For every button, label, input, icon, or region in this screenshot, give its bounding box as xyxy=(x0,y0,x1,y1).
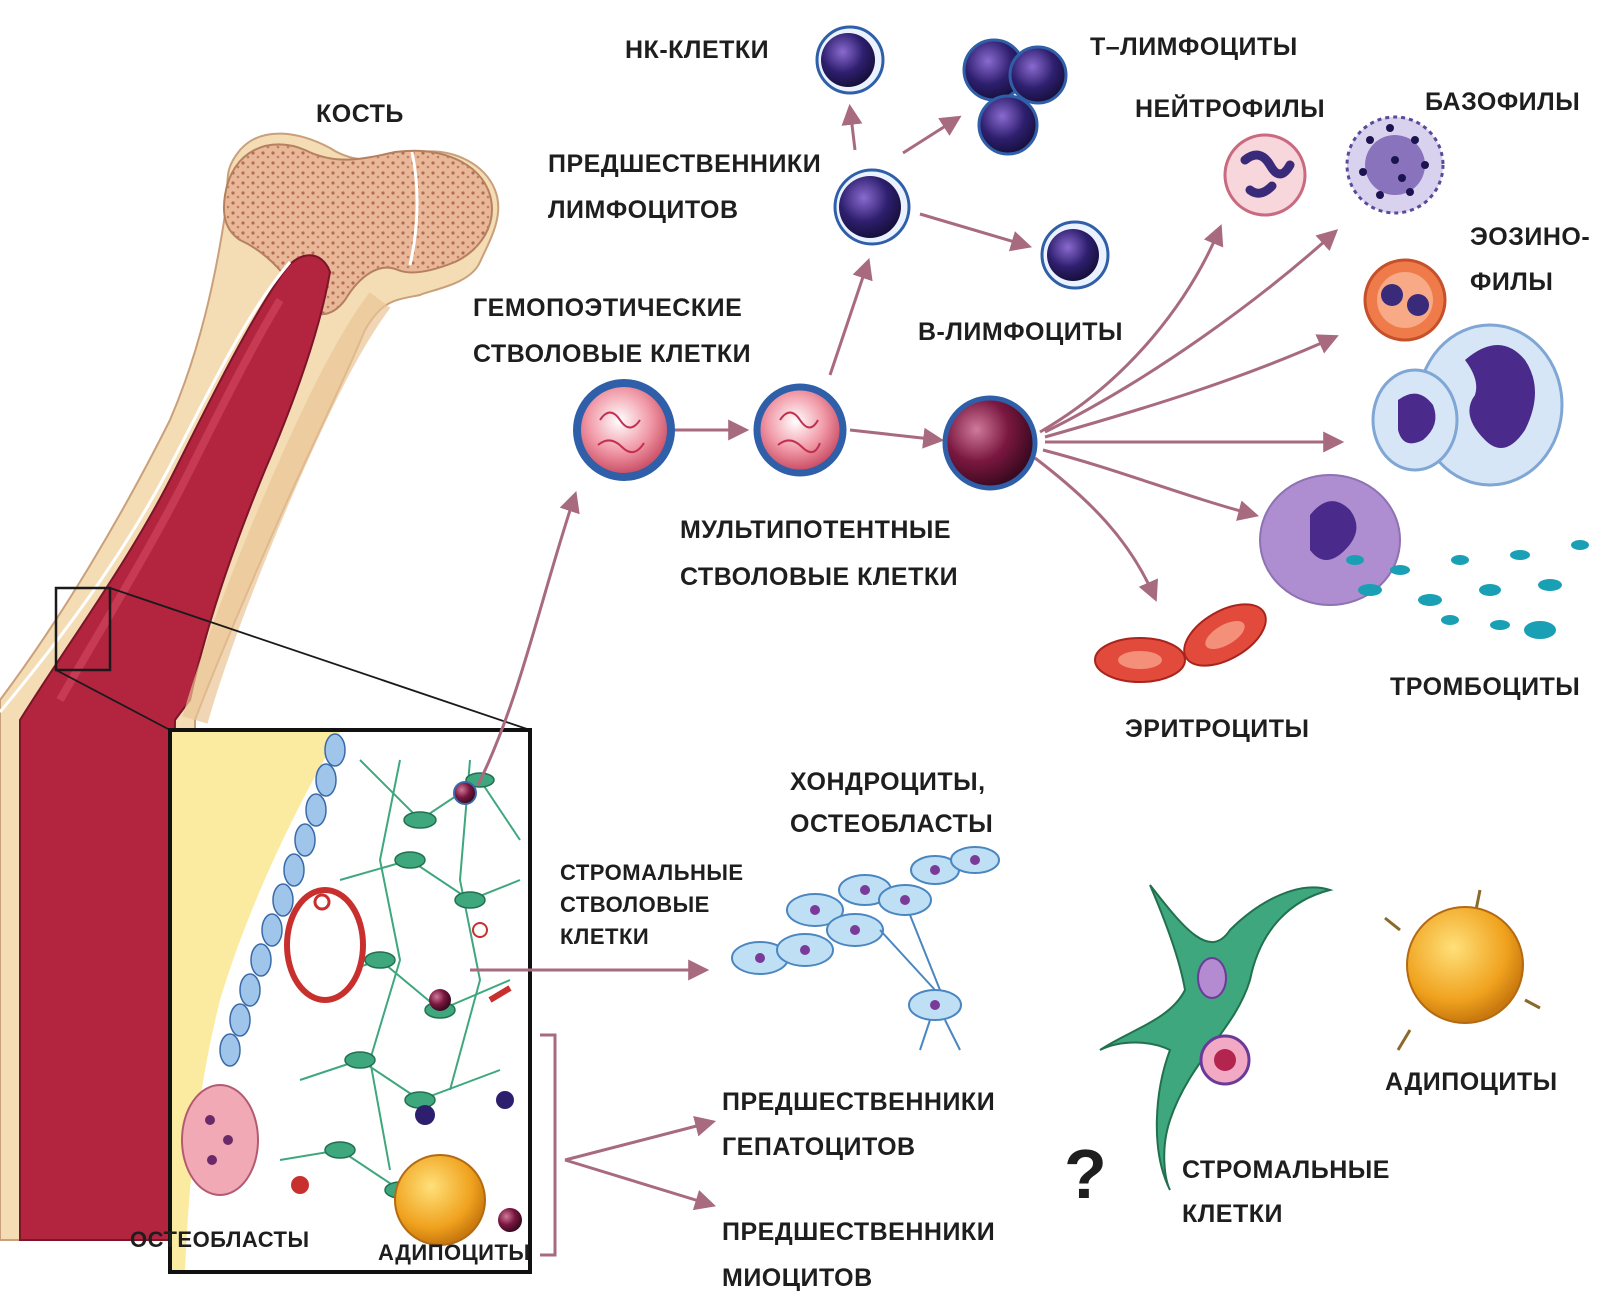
label-eosinophils-2: ФИЛЫ xyxy=(1470,268,1553,296)
b-lymphocyte xyxy=(1042,222,1108,288)
label-mpp-2: СТВОЛОВЫЕ КЛЕТКИ xyxy=(680,563,958,591)
inset-adipocyte xyxy=(395,1155,485,1245)
marrow-inset: ОСТЕОБЛАСТЫ АДИПОЦИТЫ xyxy=(130,730,530,1272)
label-neutrophils: НЕЙТРОФИЛЫ xyxy=(1135,93,1325,123)
label-bone: КОСТЬ xyxy=(316,100,404,128)
label-stromal-stem-2: СТВОЛОВЫЕ xyxy=(560,892,710,917)
adipocyte xyxy=(1385,890,1540,1050)
myeloid-progenitor xyxy=(945,398,1035,488)
nk-cell xyxy=(817,27,883,93)
t-lymphocytes xyxy=(964,40,1066,154)
osteoclast xyxy=(182,1085,258,1195)
label-nk-cells: НК-КЛЕТКИ xyxy=(625,36,769,64)
label-erythrocytes: ЭРИТРОЦИТЫ xyxy=(1125,715,1309,743)
megakaryocyte xyxy=(1260,475,1400,605)
label-stromal-cells-1: СТРОМАЛЬНЫЕ xyxy=(1182,1156,1390,1184)
label-hepatocyte-progenitors-1: ПРЕДШЕСТВЕННИКИ xyxy=(722,1088,995,1116)
label-t-lymphocytes: Т–ЛИМФОЦИТЫ xyxy=(1090,33,1298,61)
neutrophil xyxy=(1225,135,1305,215)
label-myocyte-progenitors-2: МИОЦИТОВ xyxy=(722,1264,873,1292)
label-b-lymphocytes: В-ЛИМФОЦИТЫ xyxy=(918,318,1123,346)
multipotent-stem-cell xyxy=(757,387,843,473)
label-chondrocytes-1: ХОНДРОЦИТЫ, xyxy=(790,768,986,796)
label-stromal-stem-3: КЛЕТКИ xyxy=(560,924,649,949)
label-question-mark: ? xyxy=(1064,1135,1107,1213)
inset-label-osteoblasts: ОСТЕОБЛАСТЫ xyxy=(130,1227,310,1252)
erythrocytes xyxy=(1095,592,1276,682)
monocyte xyxy=(1373,325,1562,485)
hematopoietic-stem-cell xyxy=(577,383,671,477)
inset-bracket xyxy=(540,1035,555,1255)
label-platelets: ТРОМБОЦИТЫ xyxy=(1390,673,1580,701)
label-stromal-stem-1: СТРОМАЛЬНЫЕ xyxy=(560,860,744,885)
inset-label-adipocytes: АДИПОЦИТЫ xyxy=(378,1240,530,1265)
label-adipocytes: АДИПОЦИТЫ xyxy=(1385,1068,1558,1096)
stromal-cell xyxy=(1100,885,1330,1190)
lymphoid-progenitor xyxy=(835,170,909,244)
label-lymph-progenitors-1: ПРЕДШЕСТВЕННИКИ xyxy=(548,150,821,178)
label-stromal-cells-2: КЛЕТКИ xyxy=(1182,1200,1283,1228)
basophil xyxy=(1347,117,1443,213)
chondrocyte-osteoblast-chain xyxy=(732,847,999,1020)
label-hepatocyte-progenitors-2: ГЕПАТОЦИТОВ xyxy=(722,1133,916,1161)
label-eosinophils-1: ЭОЗИНО- xyxy=(1470,223,1590,251)
chain-processes xyxy=(880,915,960,1050)
label-basophils: БАЗОФИЛЫ xyxy=(1425,88,1580,116)
inset-hsc xyxy=(454,782,476,804)
label-hsc-2: СТВОЛОВЫЕ КЛЕТКИ xyxy=(473,340,751,368)
label-lymph-progenitors-2: ЛИМФОЦИТОВ xyxy=(548,196,739,224)
label-mpp-1: МУЛЬТИПОТЕНТНЫЕ xyxy=(680,516,951,544)
eosinophil xyxy=(1365,260,1445,340)
label-myocyte-progenitors-1: ПРЕДШЕСТВЕННИКИ xyxy=(722,1218,995,1246)
label-chondrocytes-2: ОСТЕОБЛАСТЫ xyxy=(790,810,993,838)
label-hsc-1: ГЕМОПОЭТИЧЕСКИЕ xyxy=(473,294,742,322)
